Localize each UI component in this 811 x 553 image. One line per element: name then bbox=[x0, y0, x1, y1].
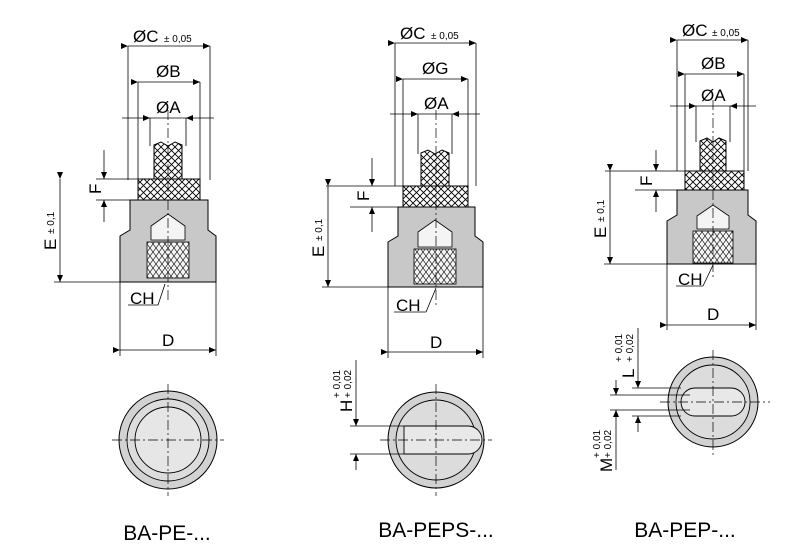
ba-pe-dim-f: F bbox=[86, 184, 105, 194]
ba-pe-dim-a: ØA bbox=[156, 98, 181, 117]
ba-pep-dim-m-tol-top: + 0,01 bbox=[592, 429, 603, 458]
ba-pep-top-view bbox=[610, 328, 770, 470]
ba-peps-dim-h-tol-top: + 0,01 bbox=[332, 369, 343, 398]
ba-pe-dim-e-tol: ± 0,1 bbox=[46, 211, 57, 234]
ba-peps-dim-ch: CH bbox=[396, 296, 421, 315]
view-ba-peps: ØC ± 0,05 ØG ØA F E ± 0,1 CH D H + 0,01 … bbox=[309, 24, 494, 542]
view-ba-pe: ØC ± 0,05 ØB ØA F E ± 0,1 CH D BA-PE-... bbox=[41, 27, 224, 545]
ba-pep-dim-l-tol-bottom: + 0,02 bbox=[625, 333, 636, 362]
ba-pep-dim-m: M bbox=[597, 458, 616, 472]
ba-pe-caption: BA-PE-... bbox=[123, 522, 211, 545]
ba-pep-dim-c-tol: ± 0,05 bbox=[712, 28, 740, 39]
ba-pep-dim-a: ØA bbox=[701, 86, 726, 105]
ba-peps-caption: BA-PEPS-... bbox=[378, 519, 494, 542]
ba-peps-dim-c-tol: ± 0,05 bbox=[431, 31, 459, 42]
ba-peps-dim-d: D bbox=[430, 333, 442, 352]
ba-pep-dim-m-tol-bottom: + 0,02 bbox=[603, 429, 614, 458]
ba-pep-dim-b: ØB bbox=[701, 54, 726, 73]
ba-pe-dimensions bbox=[54, 43, 217, 356]
ba-pep-dim-ch: CH bbox=[678, 270, 703, 289]
ba-peps-dim-e: E bbox=[309, 246, 328, 257]
ba-peps-dim-e-tol: ± 0,1 bbox=[314, 218, 325, 241]
ba-peps-section bbox=[387, 110, 484, 306]
ba-pep-dim-f: F bbox=[637, 176, 656, 186]
ba-peps-top-view bbox=[350, 360, 492, 496]
ba-peps-dim-h: H bbox=[337, 400, 356, 412]
ba-pe-section bbox=[119, 110, 217, 300]
ba-pe-dim-d: D bbox=[162, 331, 174, 350]
ba-pep-dim-l-tol-top: + 0,01 bbox=[614, 333, 625, 362]
ba-pe-dim-e: E bbox=[41, 239, 60, 250]
ba-peps-dim-c: ØC bbox=[400, 24, 426, 43]
ba-pe-top-view bbox=[112, 384, 224, 496]
ba-pep-dim-e-tol: ± 0,1 bbox=[596, 199, 607, 222]
ba-pep-dim-d: D bbox=[707, 305, 719, 324]
ba-peps-dimensions bbox=[322, 40, 484, 358]
ba-peps-dim-h-tol-bottom: + 0,02 bbox=[343, 369, 354, 398]
ba-peps-dim-a: ØA bbox=[424, 94, 449, 113]
ba-pep-dim-e: E bbox=[591, 227, 610, 238]
ba-pep-dim-l: L bbox=[619, 369, 638, 378]
ba-pep-section bbox=[666, 100, 757, 280]
ba-pep-caption: BA-PEP-... bbox=[634, 519, 736, 542]
view-ba-pep: ØC ± 0,05 ØB ØA F E ± 0,1 CH D L + 0,01 … bbox=[591, 21, 770, 542]
ba-pep-dim-c: ØC bbox=[682, 21, 708, 40]
ba-peps-dim-f: F bbox=[354, 191, 373, 201]
ba-pe-dim-ch: CH bbox=[130, 289, 155, 308]
ba-pe-dim-c-tol: ± 0,05 bbox=[164, 34, 192, 45]
ba-pe-dim-b: ØB bbox=[156, 62, 181, 81]
ba-pep-dimensions bbox=[604, 37, 757, 330]
ba-peps-dim-g: ØG bbox=[422, 59, 448, 78]
ba-pe-dim-c: ØC bbox=[133, 27, 159, 46]
